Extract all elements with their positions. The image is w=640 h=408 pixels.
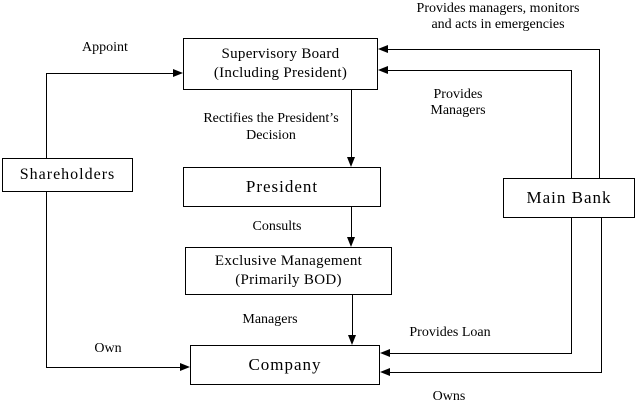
node-shareholders-label: Shareholders	[19, 166, 116, 183]
edge-owns-label: Owns	[432, 389, 466, 404]
edge-appoint-label: Appoint	[82, 40, 128, 55]
node-company: Company	[190, 345, 380, 385]
edge-provides-managers-label: Provides Managers	[430, 87, 485, 119]
edge-emergencies-label-line1: Provides managers, monitors	[416, 1, 580, 16]
edge-emergencies-label: Provides managers, monitors and acts in …	[417, 1, 580, 33]
edge-provides-managers-label-line1: Provides	[433, 87, 483, 102]
edge-consults-label: Consults	[252, 219, 302, 234]
edge-emergencies-label-line2: and acts in emergencies	[431, 17, 565, 32]
node-supervisory-board-line2: (Including President)	[213, 65, 348, 81]
node-president: President	[183, 167, 381, 207]
edge-emergencies-vline	[599, 49, 600, 178]
edge-own-arrowhead-icon	[180, 363, 190, 371]
edge-provides-managers-hline	[388, 70, 572, 71]
edge-provides-loan-arrowhead-icon	[380, 349, 390, 357]
node-company-label: Company	[248, 355, 322, 374]
edge-rectifies-label-line2: Decision	[246, 128, 296, 143]
edge-appoint-arrowhead-icon	[173, 69, 183, 77]
edge-own-label: Own	[94, 341, 122, 356]
edge-consults-vline	[351, 207, 352, 237]
edge-rectifies-label: Rectifies the President’s Decision	[203, 110, 338, 144]
node-exclusive-management: Exclusive Management (Primarily BOD)	[185, 247, 392, 295]
edge-owns-hline	[390, 372, 602, 373]
edge-own-hline	[46, 367, 180, 368]
edge-provides-loan-vline	[571, 218, 572, 354]
edge-emergencies-hline	[388, 49, 600, 50]
node-exclusive-management-line2: (Primarily BOD)	[235, 272, 342, 288]
node-president-label: President	[245, 177, 319, 196]
edge-managers-vline	[352, 295, 353, 335]
edge-owns-arrowhead-icon	[380, 368, 390, 376]
edge-rectifies-vline	[351, 90, 352, 157]
edge-rectifies-arrowhead-icon	[347, 157, 355, 167]
edge-emergencies-arrowhead-icon	[378, 45, 388, 53]
edge-rectifies-label-line1: Rectifies the President’s	[203, 111, 339, 126]
edge-managers-label: Managers	[242, 312, 298, 327]
edge-provides-loan-hline	[390, 353, 572, 354]
edge-owns-vline	[601, 218, 602, 373]
edge-appoint-hline	[46, 73, 173, 74]
edge-provides-managers-vline	[571, 70, 572, 178]
edge-consults-arrowhead-icon	[347, 237, 355, 247]
edge-provides-managers-label-line2: Managers	[430, 103, 486, 118]
edge-provides-managers-arrowhead-icon	[378, 66, 388, 74]
edge-managers-arrowhead-icon	[348, 335, 356, 345]
edge-appoint-vline	[46, 73, 47, 158]
edge-own-vline	[46, 192, 47, 367]
node-shareholders: Shareholders	[2, 158, 133, 192]
node-supervisory-board: Supervisory Board (Including President)	[183, 38, 378, 90]
edge-provides-loan-label: Provides Loan	[409, 325, 491, 340]
node-supervisory-board-line1: Supervisory Board	[221, 46, 340, 62]
node-exclusive-management-line1: Exclusive Management	[214, 253, 363, 269]
node-main-bank-label: Main Bank	[526, 188, 612, 207]
node-main-bank: Main Bank	[503, 178, 635, 218]
